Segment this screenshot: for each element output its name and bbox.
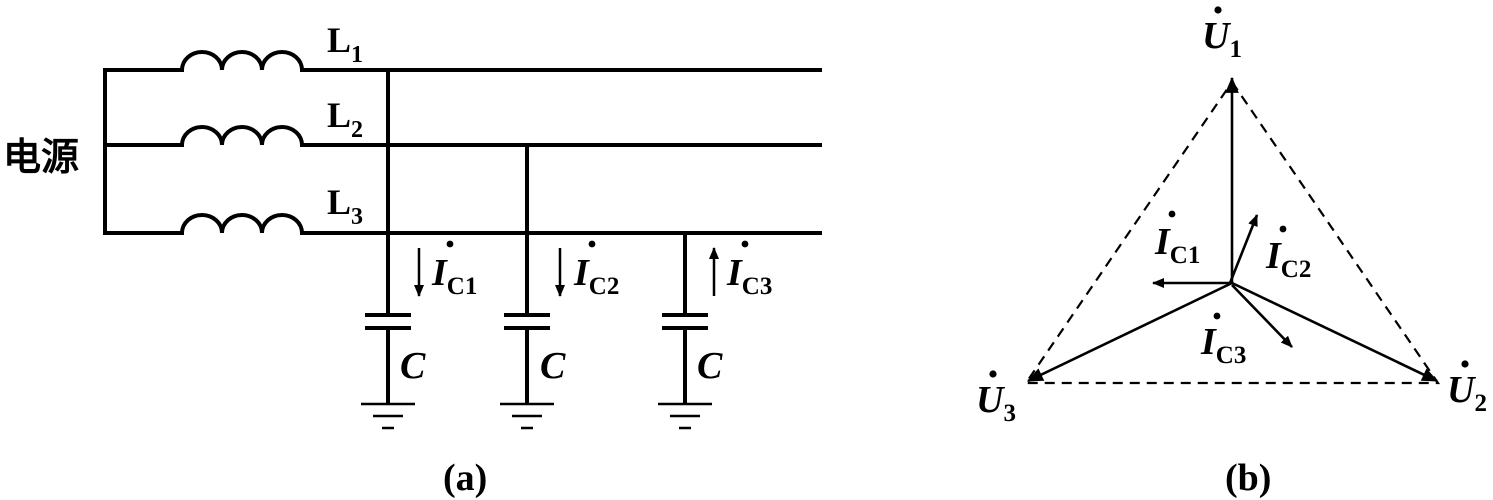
- current-label-ic2: IC2: [573, 240, 619, 300]
- svg-text:U2: U2: [1447, 369, 1487, 417]
- ground-icon: [361, 402, 415, 430]
- line-label-l3: L3: [327, 182, 363, 230]
- inductor-l3: [179, 213, 305, 236]
- capacitor-label: C: [540, 345, 566, 387]
- ground-icon: [500, 402, 554, 430]
- ground-icon: [658, 402, 712, 430]
- capacitor-label: C: [697, 345, 723, 387]
- line-label-l1: L1: [327, 20, 363, 68]
- svg-text:IC3: IC3: [726, 252, 772, 300]
- voltage-label-u3: U3: [976, 370, 1016, 427]
- current-label-ic1: IC1: [431, 240, 477, 300]
- svg-text:IC3: IC3: [1200, 321, 1246, 369]
- svg-text:IC1: IC1: [1154, 221, 1200, 269]
- voltage-label-u2: U2: [1447, 360, 1487, 417]
- inductor-l1: [179, 50, 305, 73]
- current-label-ic3: IC3: [1200, 312, 1246, 369]
- current-label-ic1: IC1: [1154, 210, 1200, 269]
- capacitor-label: C: [400, 345, 426, 387]
- caption-a: (a): [443, 457, 487, 499]
- svg-text:IC2: IC2: [1265, 235, 1311, 283]
- phasor-u2: [1231, 281, 1439, 383]
- phasor-ic3: [1231, 284, 1293, 348]
- inductor-l2: [179, 125, 305, 148]
- capacitor-2: [504, 313, 550, 404]
- voltage-triangle: [1023, 80, 1441, 385]
- svg-text:IC2: IC2: [573, 252, 619, 300]
- phasor-ic2: [1228, 214, 1259, 284]
- source-label: 电源: [3, 135, 79, 179]
- voltage-label-u1: U1: [1202, 6, 1242, 63]
- capacitor-1: [365, 313, 411, 404]
- svg-text:U1: U1: [1202, 15, 1242, 63]
- circuit-diagram: 电源 L1 L2 L3 IC1 IC2 IC3 C C C (a): [3, 20, 822, 499]
- phasor-u3: [1026, 281, 1233, 383]
- capacitor-3: [662, 313, 708, 404]
- svg-text:IC1: IC1: [431, 252, 477, 300]
- current-label-ic2: IC2: [1265, 225, 1311, 283]
- svg-text:U3: U3: [976, 379, 1016, 427]
- line-label-l2: L2: [327, 95, 363, 143]
- current-label-ic3: IC3: [726, 240, 772, 300]
- caption-b: (b): [1225, 457, 1271, 499]
- phasor-diagram: U1 U2 U3 IC1 IC2 IC3 (b): [976, 6, 1487, 499]
